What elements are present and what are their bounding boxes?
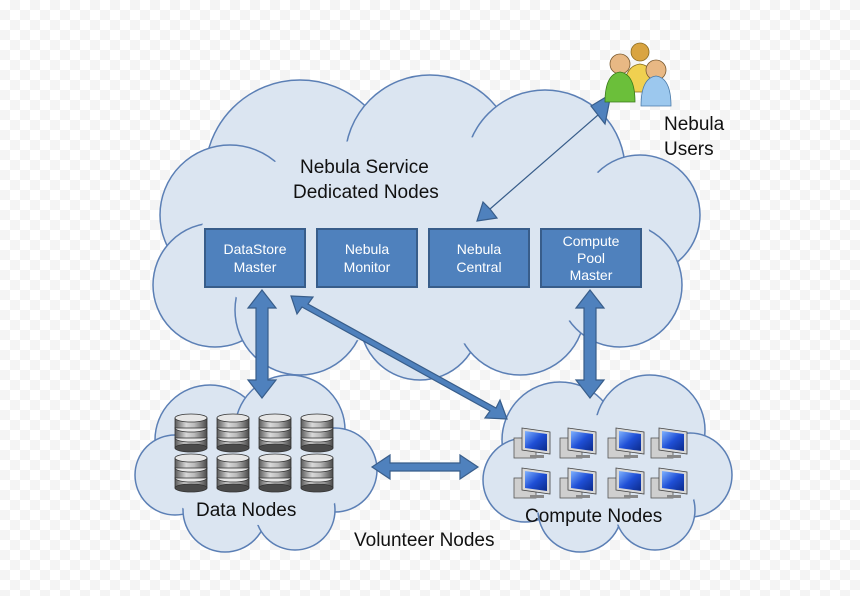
desktop-computer-icon [650, 427, 688, 459]
desktop-computer-icon [607, 467, 645, 499]
datastore-master-box: DataStore Master [204, 228, 306, 288]
database-icon [216, 413, 250, 453]
volunteer-nodes-label: Volunteer Nodes [354, 530, 495, 551]
desktop-computer-icon [513, 427, 551, 459]
users-label-line2: Users [664, 139, 714, 160]
datastore-data-arrow [246, 289, 278, 399]
desktop-computer-icon [513, 467, 551, 499]
users-group-icon [604, 42, 672, 107]
desktop-computer-icon [559, 467, 597, 499]
datastore-compute-arrow [290, 295, 508, 420]
database-icon [300, 453, 334, 493]
data-nodes-label: Data Nodes [196, 500, 297, 521]
users-label-line1: Nebula [664, 114, 725, 135]
service-cloud-title-line2: Dedicated Nodes [293, 182, 439, 203]
database-icon [258, 453, 292, 493]
compute-pool-master-box: Compute Pool Master [540, 228, 642, 288]
pool-compute-arrow [574, 289, 606, 399]
service-cloud-subtitle: Dedicated Nodes [293, 181, 439, 205]
data-cloud [134, 374, 378, 553]
database-icon [216, 453, 250, 493]
nebula-monitor-box: Nebula Monitor [316, 228, 418, 288]
users-central-arrow [476, 92, 612, 222]
arrows [246, 92, 612, 481]
data-compute-arrow [370, 453, 480, 481]
service-cloud-title-line1: Nebula Service [300, 157, 429, 178]
database-icons [174, 413, 334, 493]
service-cloud-title: Nebula Service [300, 156, 429, 180]
desktop-computer-icons [513, 427, 688, 499]
database-icon [258, 413, 292, 453]
database-icon [174, 453, 208, 493]
desktop-computer-icon [559, 427, 597, 459]
database-icon [300, 413, 334, 453]
nebula-central-box: Nebula Central [428, 228, 530, 288]
compute-nodes-label: Compute Nodes [525, 506, 663, 527]
desktop-computer-icon [650, 467, 688, 499]
database-icon [174, 413, 208, 453]
users-label: Nebula Users [664, 112, 724, 162]
desktop-computer-icon [607, 427, 645, 459]
